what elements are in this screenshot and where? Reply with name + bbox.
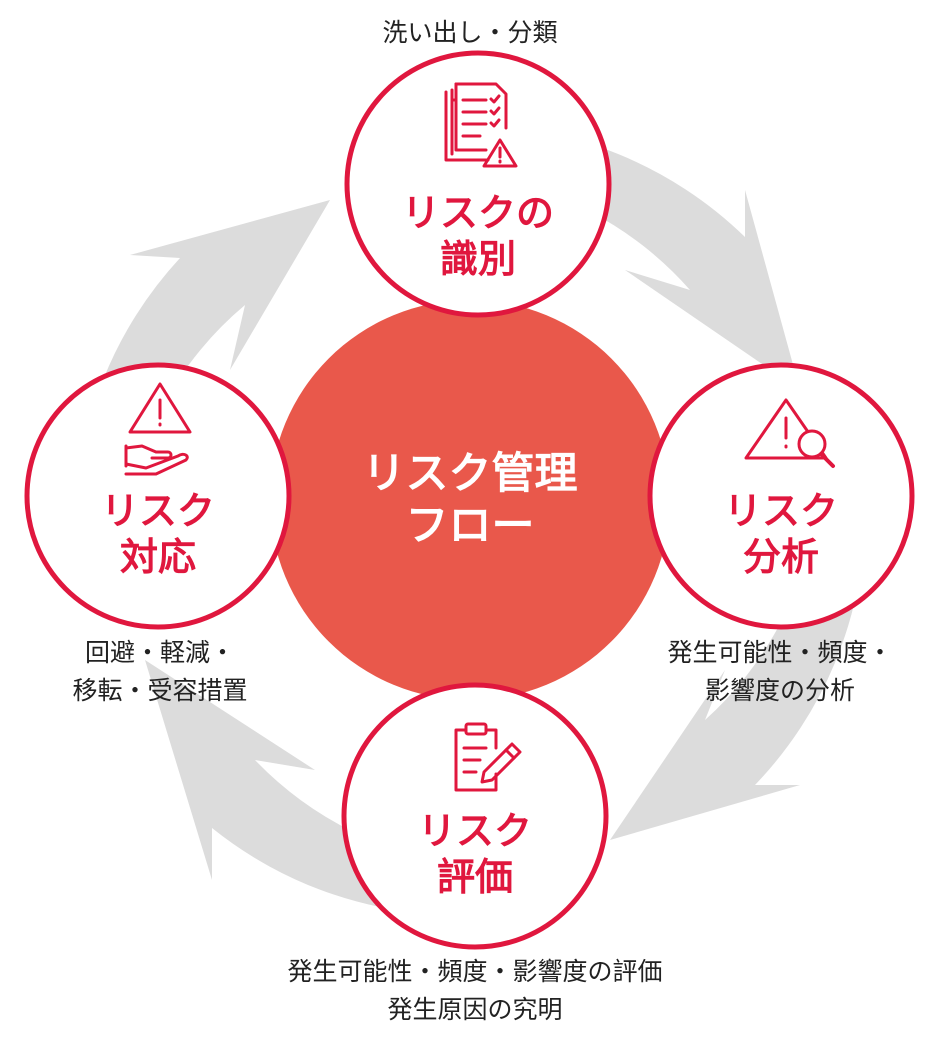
center-title-line2: フロー	[406, 501, 535, 551]
clipboard-pen-icon	[454, 722, 522, 792]
caption-respond-line1: 回避・軽減・	[84, 638, 235, 667]
node-analyze-circle	[647, 362, 915, 630]
center-node: リスク管理 フロー	[270, 300, 670, 700]
node-respond-title-line1: リスク	[101, 489, 215, 533]
caption-analyze-line2: 影響度の分析	[704, 676, 855, 705]
caption-identify-line1: 洗い出し・分類	[382, 18, 558, 47]
caption-evaluate: 発生可能性・頻度・影響度の評価 発生原因の究明	[225, 953, 725, 1029]
document-warning-icon	[444, 82, 518, 168]
node-identify-circle	[344, 50, 612, 318]
node-respond: リスク 対応	[24, 362, 292, 630]
node-identify-title-line1: リスクの	[402, 191, 554, 235]
node-identify-title-line2: 識別	[440, 237, 516, 281]
node-analyze-title-line1: リスク	[724, 489, 838, 533]
caption-respond-line2: 移転・受容措置	[72, 676, 248, 705]
node-identify: リスクの 識別	[344, 50, 612, 318]
hand-warning-icon	[124, 382, 192, 476]
caption-evaluate-line1: 発生可能性・頻度・影響度の評価	[287, 957, 663, 986]
node-analyze: リスク 分析	[647, 362, 915, 630]
caption-analyze-line1: 発生可能性・頻度・	[667, 638, 893, 667]
caption-respond: 回避・軽減・ 移転・受容措置	[40, 634, 280, 710]
node-evaluate-title-line1: リスク	[418, 809, 532, 853]
node-analyze-title-line2: 分析	[743, 535, 819, 579]
node-respond-circle	[24, 362, 292, 630]
center-title-line1: リスク管理	[363, 449, 578, 499]
caption-evaluate-line2: 発生原因の究明	[387, 995, 563, 1024]
caption-analyze: 発生可能性・頻度・ 影響度の分析	[640, 634, 920, 710]
center-circle	[270, 300, 670, 700]
node-respond-title-line2: 対応	[120, 535, 196, 579]
node-evaluate: リスク 評価	[341, 682, 609, 950]
caption-identify: 洗い出し・分類	[320, 14, 620, 52]
node-evaluate-circle	[341, 682, 609, 950]
node-evaluate-title-line2: 評価	[437, 855, 513, 899]
warning-magnifier-icon	[744, 398, 835, 468]
